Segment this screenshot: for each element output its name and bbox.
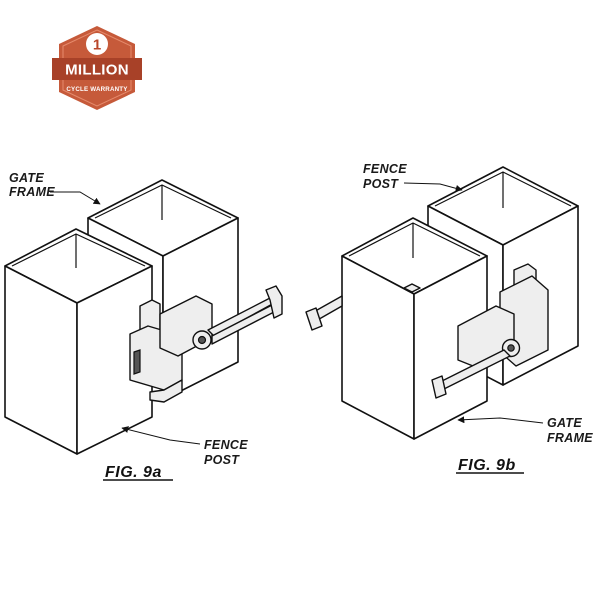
badge-subline: CYCLE WARRANTY [66, 86, 128, 93]
latch-hardware-a [129, 285, 283, 403]
leader-fence-post-a [121, 426, 201, 445]
leader-fence-post-b [403, 182, 463, 192]
label-gate-frame-b-line2: FRAME [547, 431, 593, 445]
leader-gate-frame-a [50, 191, 101, 205]
badge-hexagon-inner-edge [62, 29, 132, 107]
label-gate-frame-b-line1: GATE [547, 416, 582, 430]
label-fence-post-b-line1: FENCE [363, 162, 407, 176]
figure-9a: GATE FRAME FENCE POST FIG. 9a [4, 171, 283, 481]
label-fence-post-a-line2: POST [204, 453, 240, 467]
warranty-badge: 1 MILLION CYCLE WARRANTY [52, 26, 142, 110]
label-gate-frame-a-line2: FRAME [9, 185, 55, 199]
badge-number: 1 [93, 37, 101, 54]
caption-fig-9a: FIG. 9a [105, 464, 162, 481]
figure-9b: FENCE POST GATE FRAME FIG. 9b [305, 162, 593, 474]
leader-gate-frame-b [457, 416, 544, 424]
gate-frame-tube-b [341, 217, 488, 440]
latch-hardware-b [305, 263, 549, 399]
badge-ribbon [52, 58, 142, 80]
label-fence-post-b-line2: POST [363, 177, 399, 191]
badge-headline: MILLION [65, 62, 129, 79]
caption-fig-9b: FIG. 9b [458, 457, 516, 474]
label-gate-frame-a-line1: GATE [9, 171, 44, 185]
badge-number-circle [86, 33, 108, 55]
label-fence-post-a-line1: FENCE [204, 438, 248, 452]
fence-post-tube-a [4, 228, 153, 455]
